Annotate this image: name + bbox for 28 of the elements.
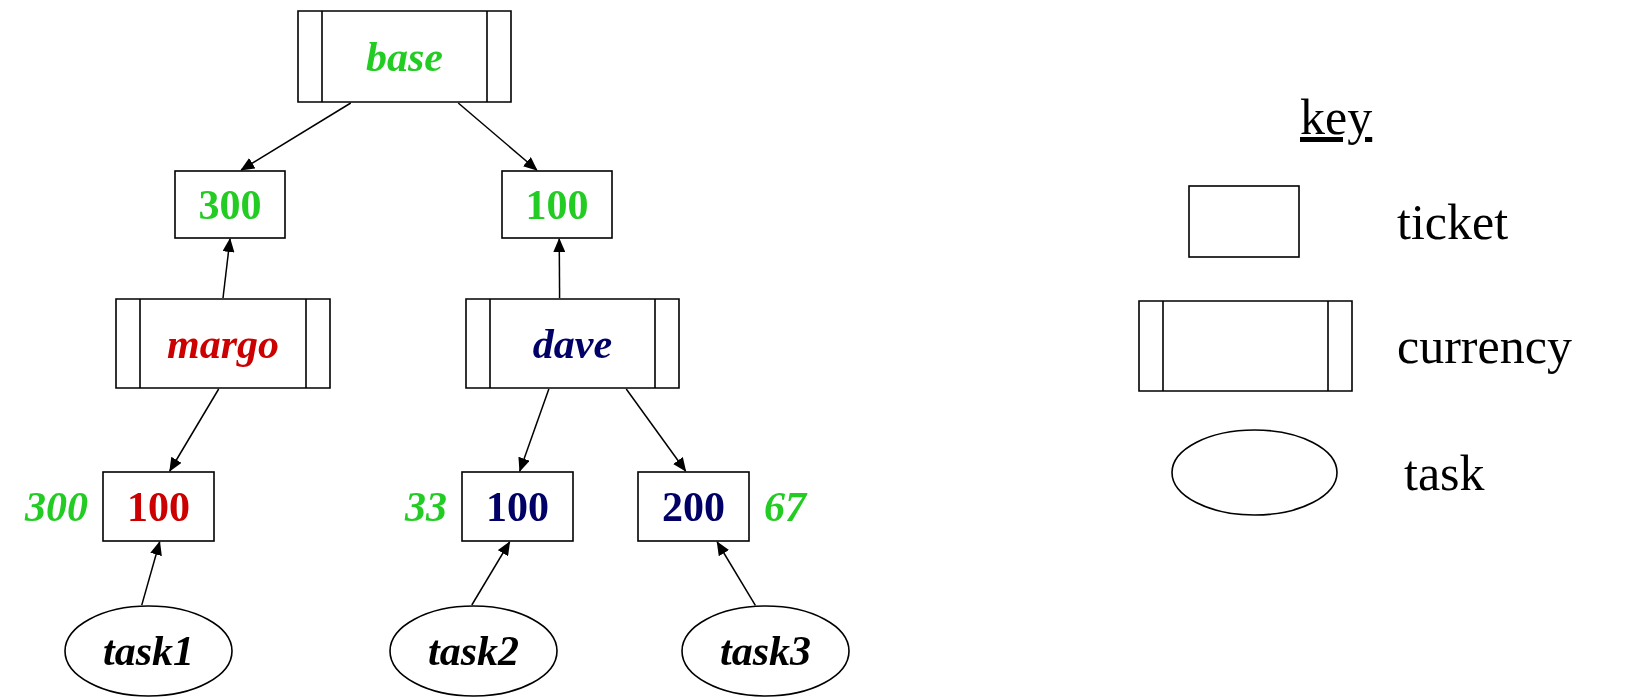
exchange-amount: 33 [405,482,447,531]
arrow [222,238,235,299]
arrow [716,541,757,607]
arrow [553,238,566,299]
legend-label: ticket [1397,192,1509,251]
arrow [141,541,162,606]
ticket-amount: 100 [525,180,589,229]
legend-heading: key [1300,88,1373,146]
ticket-amount: 100 [127,482,190,531]
arrow [240,102,352,171]
task-name: task1 [103,627,194,675]
currency-name: margo [167,319,279,368]
task-name: task2 [428,627,519,675]
exchange-amount: 67 [764,482,806,531]
arrow [471,541,511,606]
task-name: task3 [720,627,811,675]
legend-label: currency [1397,317,1572,375]
legend-label: task [1404,443,1485,502]
ticket-amount: 300 [198,180,262,229]
currency-name: dave [532,319,613,368]
ticket-amount: 100 [486,482,549,531]
arrow [625,388,687,472]
ticket-amount: 200 [662,482,725,531]
arrow [169,388,220,472]
arrow [457,102,538,171]
arrow [518,388,550,472]
currency-name: base [366,32,443,81]
exchange-amount: 300 [25,482,88,531]
